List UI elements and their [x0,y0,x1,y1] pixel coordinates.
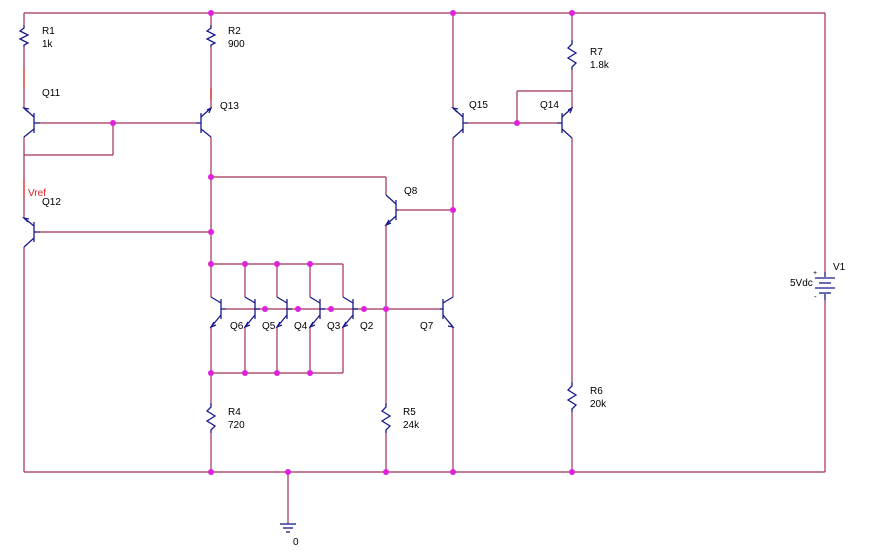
q13-label: Q13 [220,101,239,112]
q3-label: Q3 [327,321,341,332]
r7-name: R7 [590,47,603,58]
voltage-source-v1[interactable]: + - [813,270,835,301]
transistor-q11[interactable] [22,106,40,138]
transistor-q8[interactable] [384,194,398,227]
transistor-q4[interactable] [275,296,292,329]
transistor-q3[interactable] [308,296,325,329]
junction-nodes [110,10,575,475]
r5-value: 24k [403,420,420,431]
pin-stubs [23,68,212,198]
r4-value: 720 [228,420,245,431]
resistor-r2[interactable] [205,25,217,47]
transistor-q15[interactable] [451,106,468,139]
vref-label: Vref [28,188,46,199]
transistor-q7[interactable] [440,296,455,328]
ground-symbol [280,523,296,533]
q4-label: Q4 [294,321,308,332]
transistor-q12[interactable] [22,216,40,248]
q12-label: Q12 [42,197,61,208]
r2-value: 900 [228,39,245,50]
r5-name: R5 [403,407,416,418]
transistor-q14[interactable] [557,106,574,139]
resistor-r6[interactable] [566,382,578,412]
v1-name: V1 [833,262,846,273]
r4-name: R4 [228,407,241,418]
transistor-q13[interactable] [196,106,213,138]
wires [23,12,826,524]
r1-value: 1k [42,39,54,50]
q2-label: Q2 [360,321,374,332]
resistor-r5[interactable] [380,403,392,433]
transistor-q5[interactable] [243,296,260,329]
svg-text:-: - [814,292,817,301]
transistor-q2[interactable] [341,296,358,329]
q8-label: Q8 [404,186,418,197]
r6-name: R6 [590,386,603,397]
r6-value: 20k [590,399,607,410]
svg-text:+: + [813,270,817,277]
r7-value: 1.8k [590,60,610,71]
ground-label: 0 [293,537,299,548]
q6-label: Q6 [230,321,244,332]
resistor-r7[interactable] [566,40,578,70]
r2-name: R2 [228,26,241,37]
q5-label: Q5 [262,321,276,332]
resistor-r4[interactable] [205,403,217,433]
q7-label: Q7 [420,321,434,332]
r1-name: R1 [42,26,55,37]
resistor-r1[interactable] [18,25,30,47]
q11-label: Q11 [42,88,61,99]
q14-label: Q14 [540,100,559,111]
v1-value: 5Vdc [790,278,813,289]
q15-label: Q15 [469,100,488,111]
transistor-q6[interactable] [209,296,226,329]
